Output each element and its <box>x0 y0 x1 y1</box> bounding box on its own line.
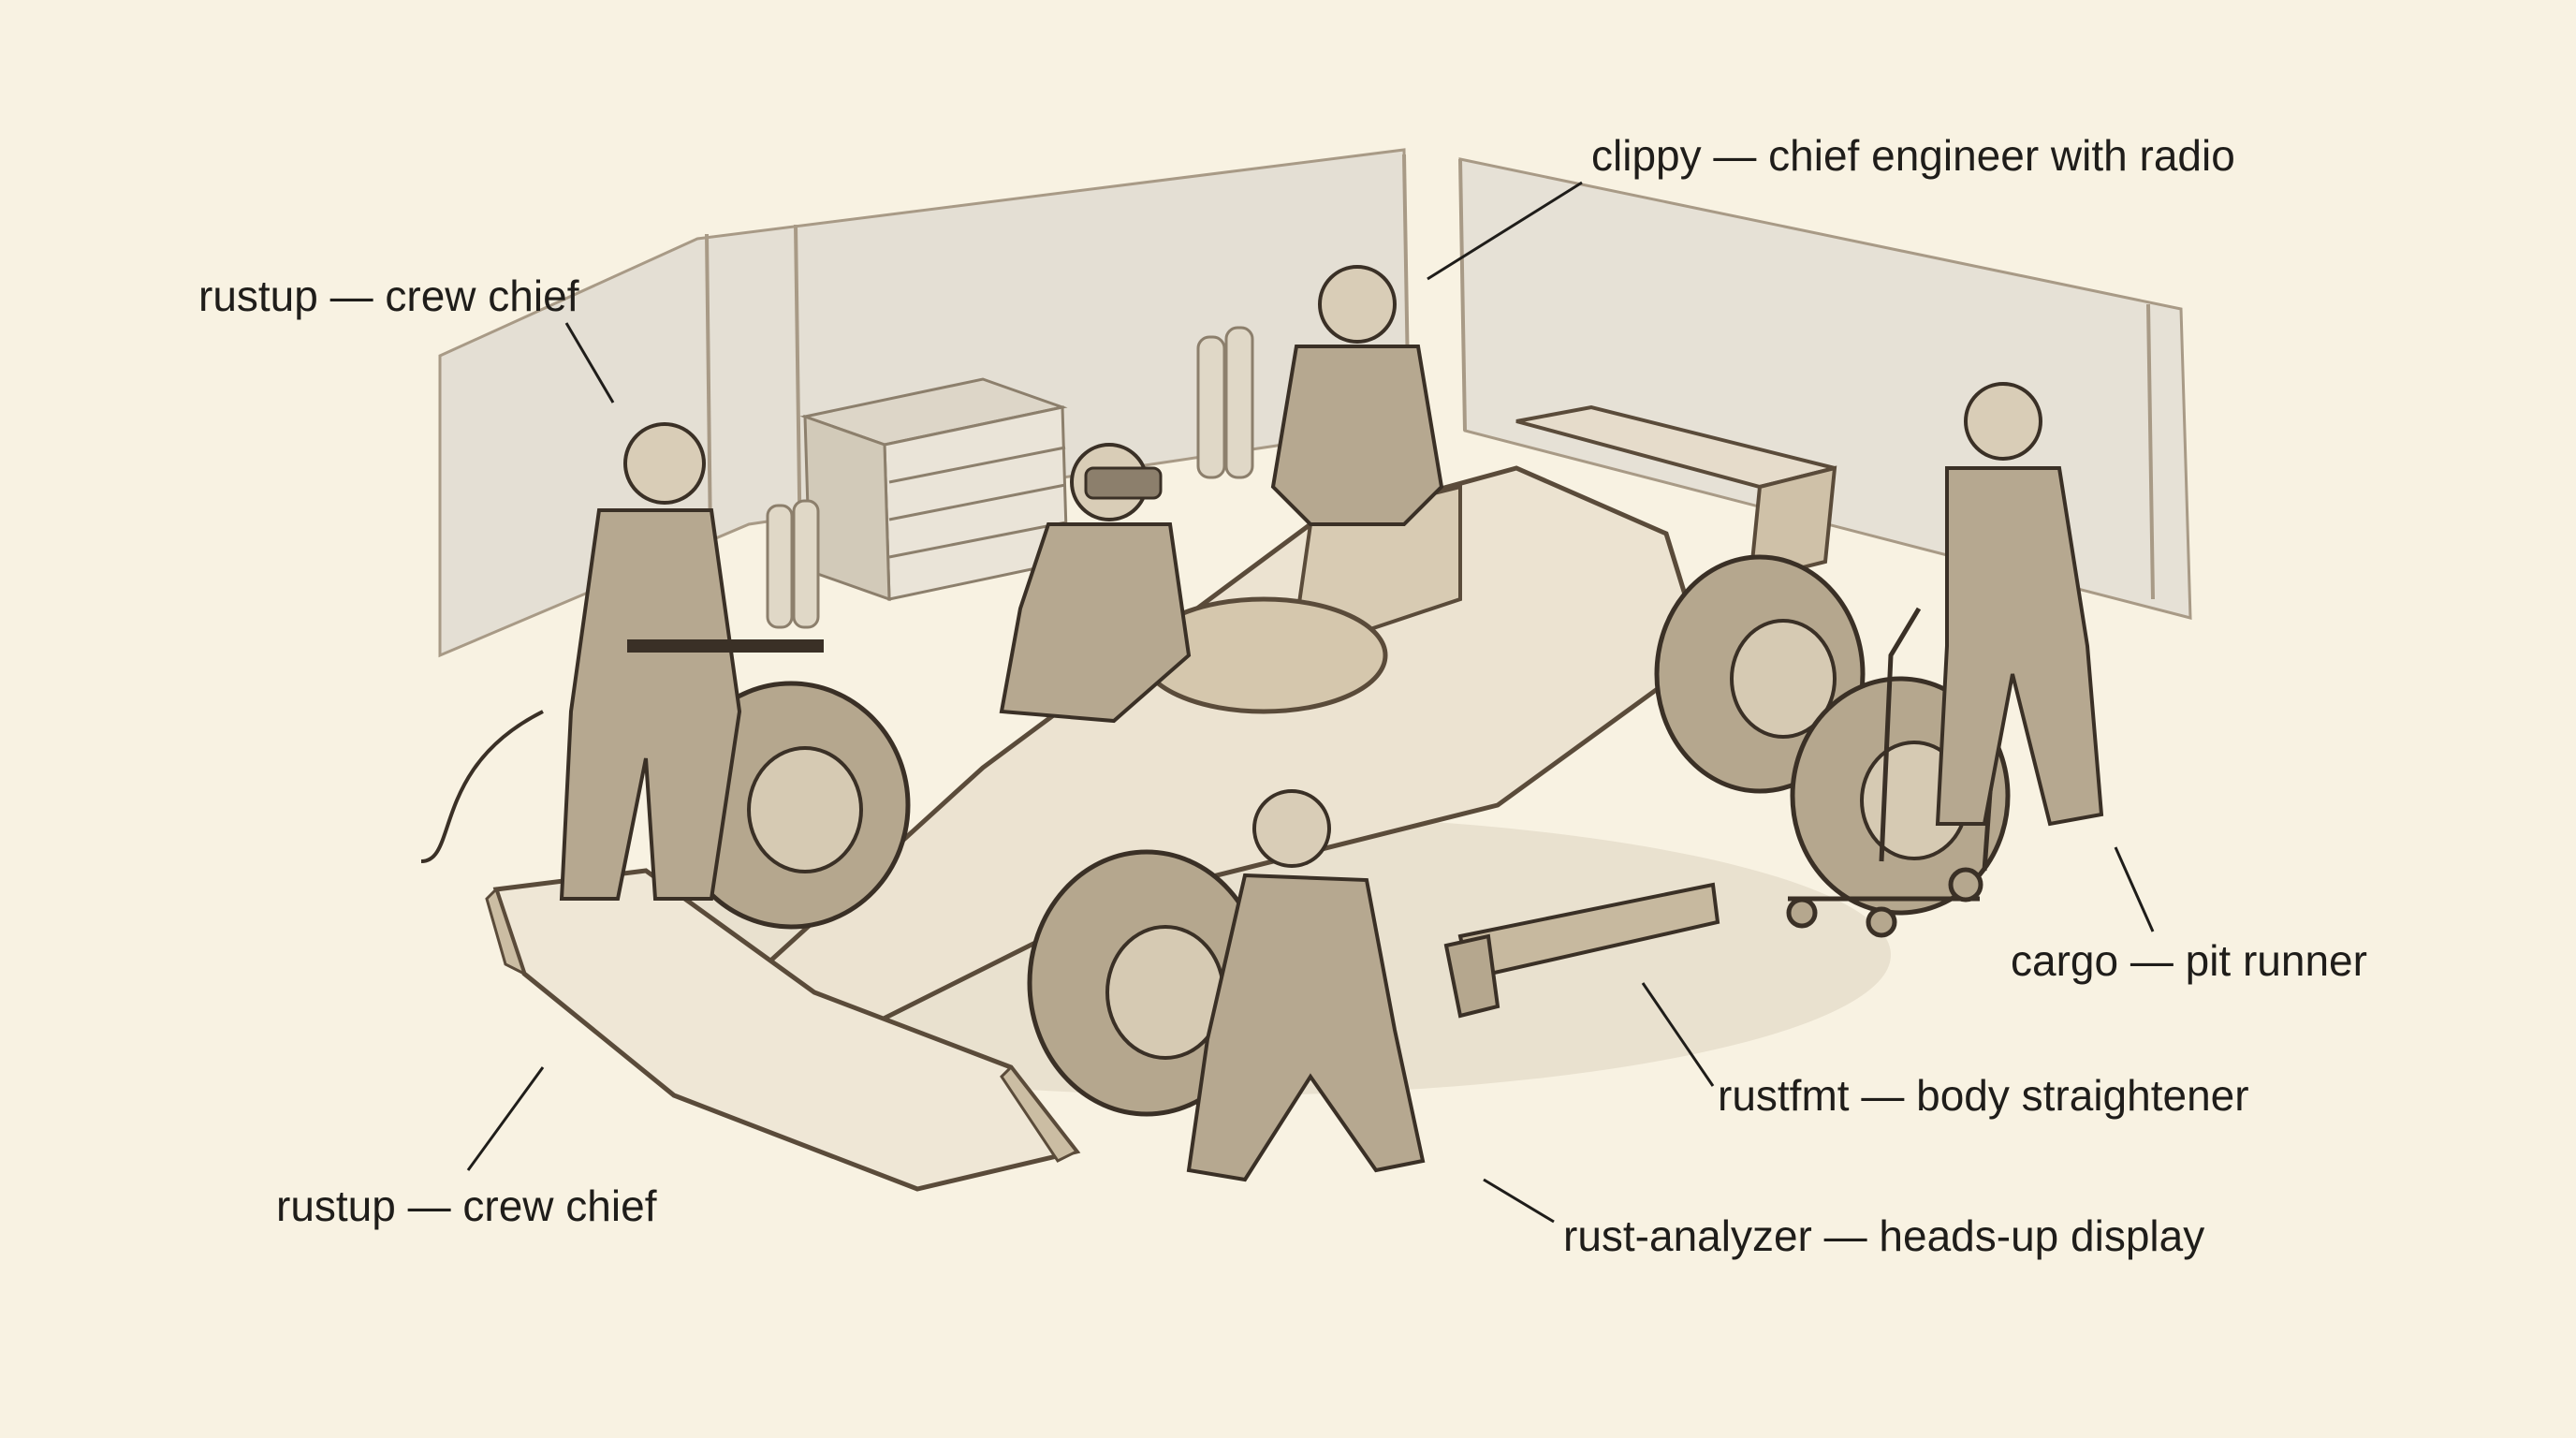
label-rustup-top: rustup — crew chief <box>198 271 579 320</box>
label-cargo: cargo — pit runner <box>2011 936 2367 985</box>
label-rust-analyzer: rust-analyzer — heads-up display <box>1563 1211 2205 1260</box>
leader-lines <box>466 181 2155 1224</box>
label-rustup-bottom: rustup — crew chief <box>276 1181 657 1230</box>
label-clippy: clippy — chief engineer with radio <box>1591 131 2235 180</box>
tool-cabinet <box>799 377 1069 602</box>
mechanic-cargo <box>1935 382 2104 827</box>
race-car <box>485 404 2011 1192</box>
straightener-tool <box>1443 882 1720 1019</box>
mechanic-rustfmt <box>1186 789 1426 1182</box>
mechanic-rustup <box>420 422 824 901</box>
mechanic-clippy <box>1270 265 1444 526</box>
label-rustfmt: rustfmt — body straightener <box>1718 1071 2249 1120</box>
mechanic-rust-analyzer <box>999 443 1192 724</box>
gas-cylinders <box>766 326 1254 629</box>
